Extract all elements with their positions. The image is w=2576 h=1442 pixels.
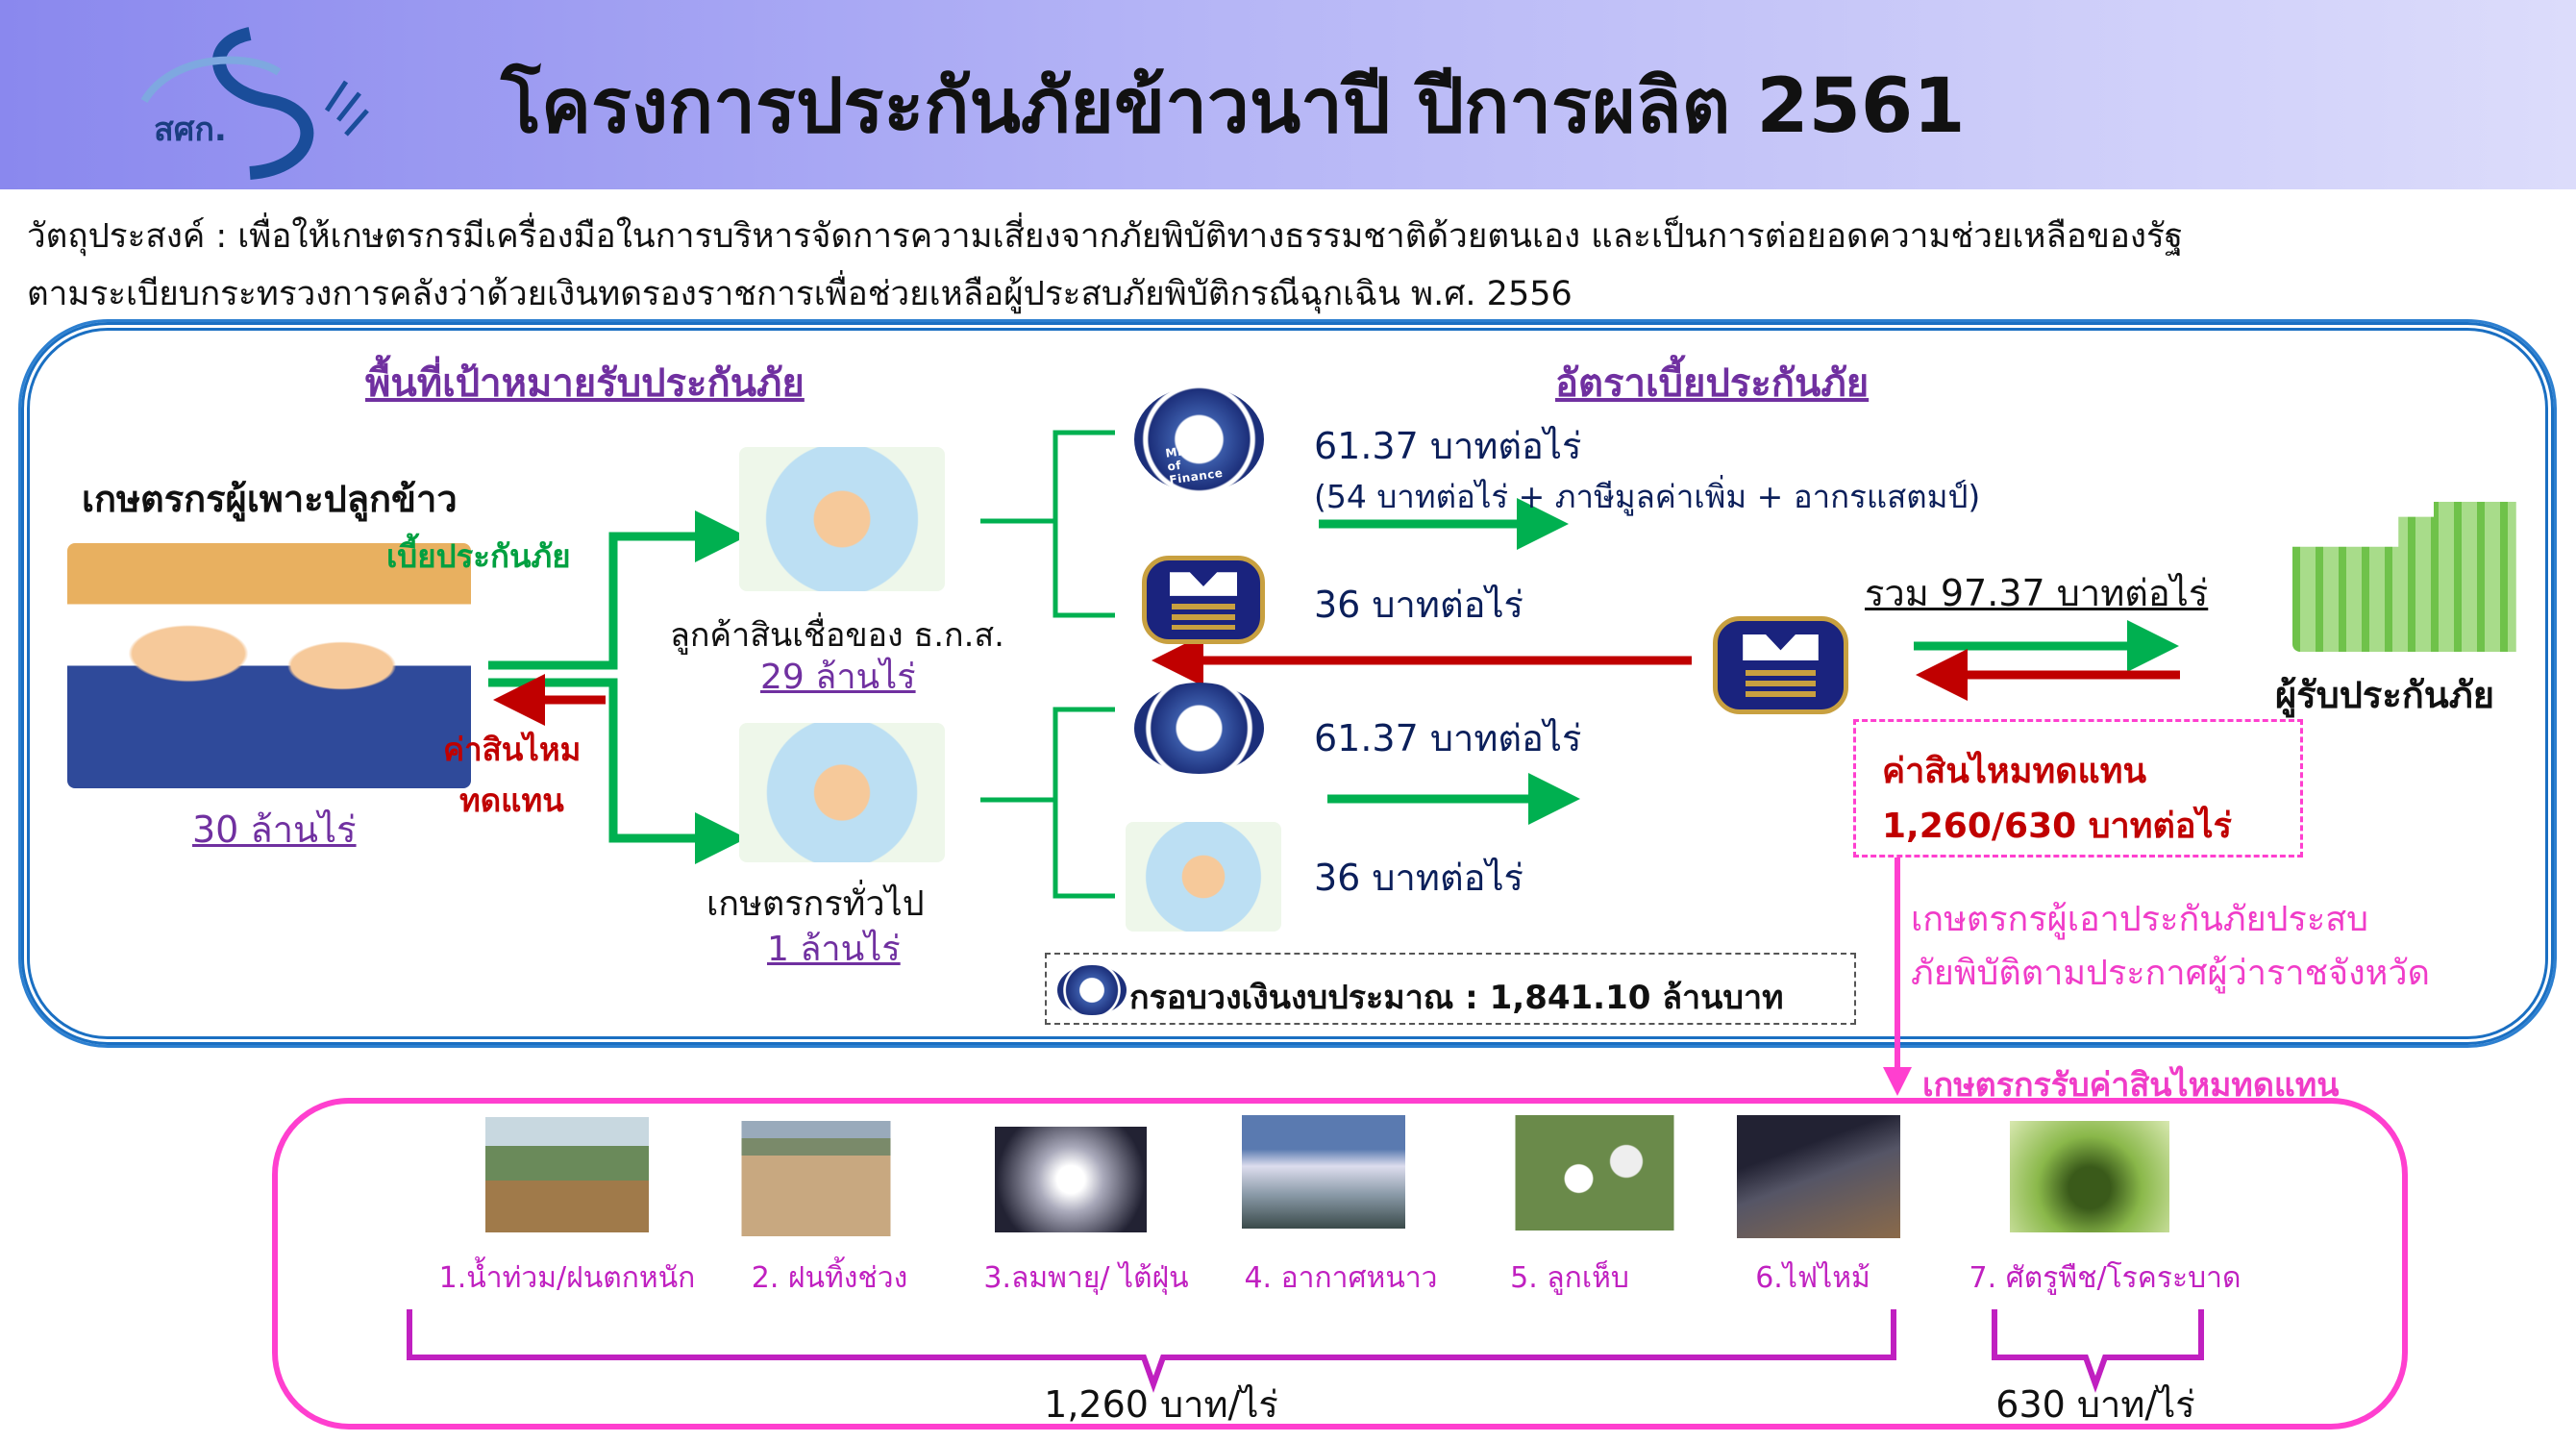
logo: สศก. bbox=[87, 14, 394, 183]
pest-photo bbox=[2010, 1121, 2169, 1232]
objective-line-1: วัตถุประสงค์ : เพื่อให้เกษตรกรมีเครื่องม… bbox=[27, 217, 2184, 256]
disaster-label: 2. ฝนทิ้งช่วง bbox=[751, 1261, 908, 1295]
disaster-types-panel bbox=[272, 1098, 2408, 1430]
farmers-illustration bbox=[67, 543, 471, 788]
ministry-of-finance-logo bbox=[1134, 683, 1264, 774]
general-farmers-label: เกษตรกรทั่วไป bbox=[706, 884, 925, 924]
total-area: 30 ล้านไร่ bbox=[192, 808, 357, 851]
flood-photo bbox=[485, 1117, 649, 1232]
condition-line-2: ภัยพิบัติตามประกาศผู้ว่าราชจังหวัด bbox=[1911, 954, 2430, 993]
target-area-heading: พื้นที่เป้าหมายรับประกันภัย bbox=[365, 361, 805, 406]
page-title: โครงการประกันภัยข้าวนาปี ปีการผลิต 2561 bbox=[501, 63, 1966, 150]
ministry-logo-text: Ministry of Finance bbox=[1164, 438, 1224, 487]
premium-label: เบี้ยประกันภัย bbox=[386, 537, 571, 575]
storm-photo bbox=[995, 1127, 1147, 1232]
disaster-label: 4. อากาศหนาว bbox=[1244, 1261, 1438, 1295]
group-1-amount: 1,260 บาท/ไร่ bbox=[1044, 1383, 1278, 1426]
bracket-group-1 bbox=[407, 1309, 1896, 1393]
insurer-building-icon bbox=[2292, 502, 2516, 652]
general-area: 1 ล้านไร่ bbox=[767, 930, 901, 969]
bracket-group-2 bbox=[1992, 1309, 2204, 1393]
rate-1: 61.37 บาทต่อไร่ bbox=[1314, 425, 1582, 467]
disaster-label: 1.น้ำท่วม/ฝนตกหนัก bbox=[438, 1261, 696, 1295]
rate-2: 36 บาทต่อไร่ bbox=[1314, 584, 1523, 626]
baac-logo bbox=[1142, 556, 1265, 644]
general-farmer-illustration bbox=[739, 723, 945, 862]
group-2-amount: 630 บาท/ไร่ bbox=[1995, 1383, 2195, 1426]
objective-line-2: ตามระเบียบกระทรวงการคลังว่าด้วยเงินทดรอง… bbox=[27, 275, 1573, 313]
farmers-label: เกษตรกรผู้เพาะปลูกข้าว bbox=[82, 478, 458, 520]
baac-area: 29 ล้านไร่ bbox=[760, 658, 916, 697]
claim-box bbox=[1853, 719, 2303, 858]
claim-label-1: ค่าสินไหม bbox=[443, 731, 582, 768]
ministry-of-finance-logo bbox=[1057, 965, 1127, 1015]
rate-1-detail: (54 บาทต่อไร่ + ภาษีมูลค่าเพิ่ม + อากรแส… bbox=[1314, 478, 1981, 515]
farmer-small-illustration bbox=[1126, 822, 1281, 932]
disaster-label: 6.ไฟไหม้ bbox=[1755, 1261, 1870, 1295]
rate-3: 61.37 บาทต่อไร่ bbox=[1314, 717, 1582, 759]
baac-customers-label: ลูกค้าสินเชื่อของ ธ.ก.ส. bbox=[670, 616, 1004, 655]
logo-swirl-icon bbox=[140, 27, 369, 180]
fire-photo bbox=[1737, 1115, 1900, 1238]
disaster-label: 7. ศัตรูพืช/โรคระบาด bbox=[1969, 1261, 2242, 1295]
drought-photo bbox=[741, 1121, 891, 1236]
budget-box bbox=[1045, 953, 1856, 1025]
hail-photo bbox=[1515, 1115, 1674, 1231]
premium-rate-heading: อัตราเบี้ยประกันภัย bbox=[1555, 361, 1870, 406]
baac-center-logo bbox=[1713, 616, 1848, 714]
budget-label: กรอบวงเงินงบประมาณ : 1,841.10 ล้านบาท bbox=[1129, 979, 1784, 1017]
claim-label-2: ทดแทน bbox=[459, 782, 564, 819]
header-banner bbox=[0, 0, 2576, 189]
rate-4: 36 บาทต่อไร่ bbox=[1314, 857, 1523, 899]
condition-line-1: เกษตรกรผู้เอาประกันภัยประสบ bbox=[1911, 900, 2369, 939]
claim-title: ค่าสินไหมทดแทน bbox=[1882, 752, 2147, 791]
claim-amount: 1,260/630 บาทต่อไร่ bbox=[1882, 807, 2232, 846]
baac-customer-illustration bbox=[739, 447, 945, 591]
logo-text: สศก. bbox=[154, 111, 227, 149]
insurer-label: ผู้รับประกันภัย bbox=[2275, 674, 2495, 716]
disaster-label: 3.ลมพายุ/ ไต้ฝุ่น bbox=[983, 1261, 1189, 1295]
insurance-scheme-panel bbox=[21, 322, 2554, 1045]
premium-flow-arrows bbox=[488, 430, 2180, 899]
total-rate: รวม 97.37 บาทต่อไร่ bbox=[1865, 572, 2209, 614]
cold-photo bbox=[1242, 1115, 1405, 1229]
ministry-of-finance-logo: Ministry of Finance bbox=[1134, 386, 1264, 492]
disaster-label: 5. ลูกเห็บ bbox=[1510, 1261, 1629, 1295]
